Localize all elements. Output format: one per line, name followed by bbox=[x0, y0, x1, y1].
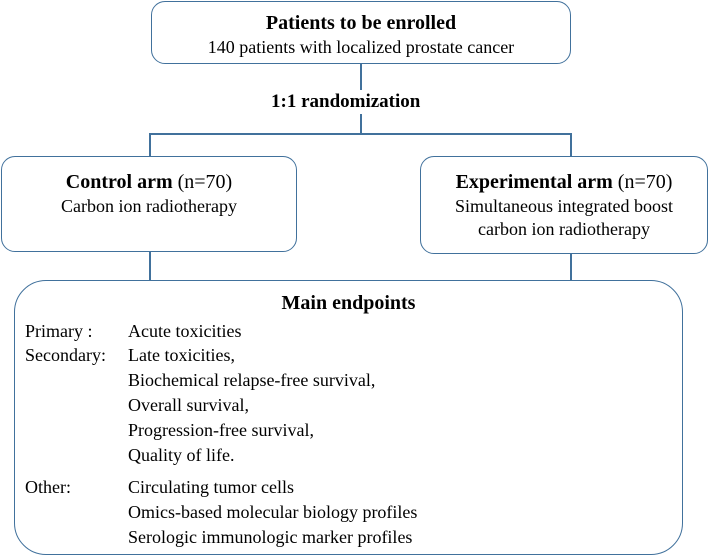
connector-split-down bbox=[360, 114, 362, 134]
control-arm-n: (n=70) bbox=[177, 171, 233, 193]
secondary-item: Late toxicities, bbox=[128, 345, 235, 365]
endpoints-title: Main endpoints bbox=[281, 292, 416, 314]
control-arm-box: Control arm (n=70) Carbon ion radiothera… bbox=[1, 156, 297, 252]
connector-horizontal bbox=[149, 133, 571, 135]
experimental-arm-n: (n=70) bbox=[617, 171, 673, 193]
enroll-box: Patients to be enrolled 140 patients wit… bbox=[151, 1, 571, 64]
experimental-arm-line2: carbon ion radiotherapy bbox=[478, 219, 650, 239]
secondary-item: Overall survival, bbox=[128, 395, 249, 415]
enroll-title: Patients to be enrolled bbox=[265, 12, 457, 34]
experimental-arm-box: Experimental arm (n=70) Simultaneous int… bbox=[420, 156, 708, 254]
connector-experimental-to-endpoints bbox=[570, 252, 572, 282]
experimental-arm-line1: Simultaneous integrated boost bbox=[455, 196, 673, 216]
control-arm-title: Control arm bbox=[65, 171, 173, 193]
secondary-item: Quality of life. bbox=[128, 445, 235, 465]
other-label: Other: bbox=[25, 477, 71, 497]
enroll-text: 140 patients with localized prostate can… bbox=[207, 37, 515, 57]
primary-label: Primary : bbox=[25, 321, 93, 341]
connector-left-down bbox=[149, 133, 151, 157]
other-item: Serologic immunologic marker profiles bbox=[128, 527, 413, 547]
endpoints-box: Main endpoints Primary : Acute toxicitie… bbox=[14, 280, 683, 555]
connector-control-to-endpoints bbox=[149, 250, 151, 280]
other-item: Circulating tumor cells bbox=[128, 477, 294, 497]
randomization-label: 1:1 randomization bbox=[271, 91, 421, 112]
secondary-label: Secondary: bbox=[25, 345, 106, 365]
primary-item: Acute toxicities bbox=[128, 321, 242, 341]
secondary-item: Progression-free survival, bbox=[128, 420, 314, 440]
connector-enroll-down bbox=[360, 62, 362, 90]
control-arm-text: Carbon ion radiotherapy bbox=[61, 196, 237, 216]
connector-right-down bbox=[570, 133, 572, 157]
other-item: Omics-based molecular biology profiles bbox=[128, 502, 418, 522]
secondary-item: Biochemical relapse-free survival, bbox=[128, 370, 376, 390]
experimental-arm-title: Experimental arm bbox=[455, 171, 613, 193]
